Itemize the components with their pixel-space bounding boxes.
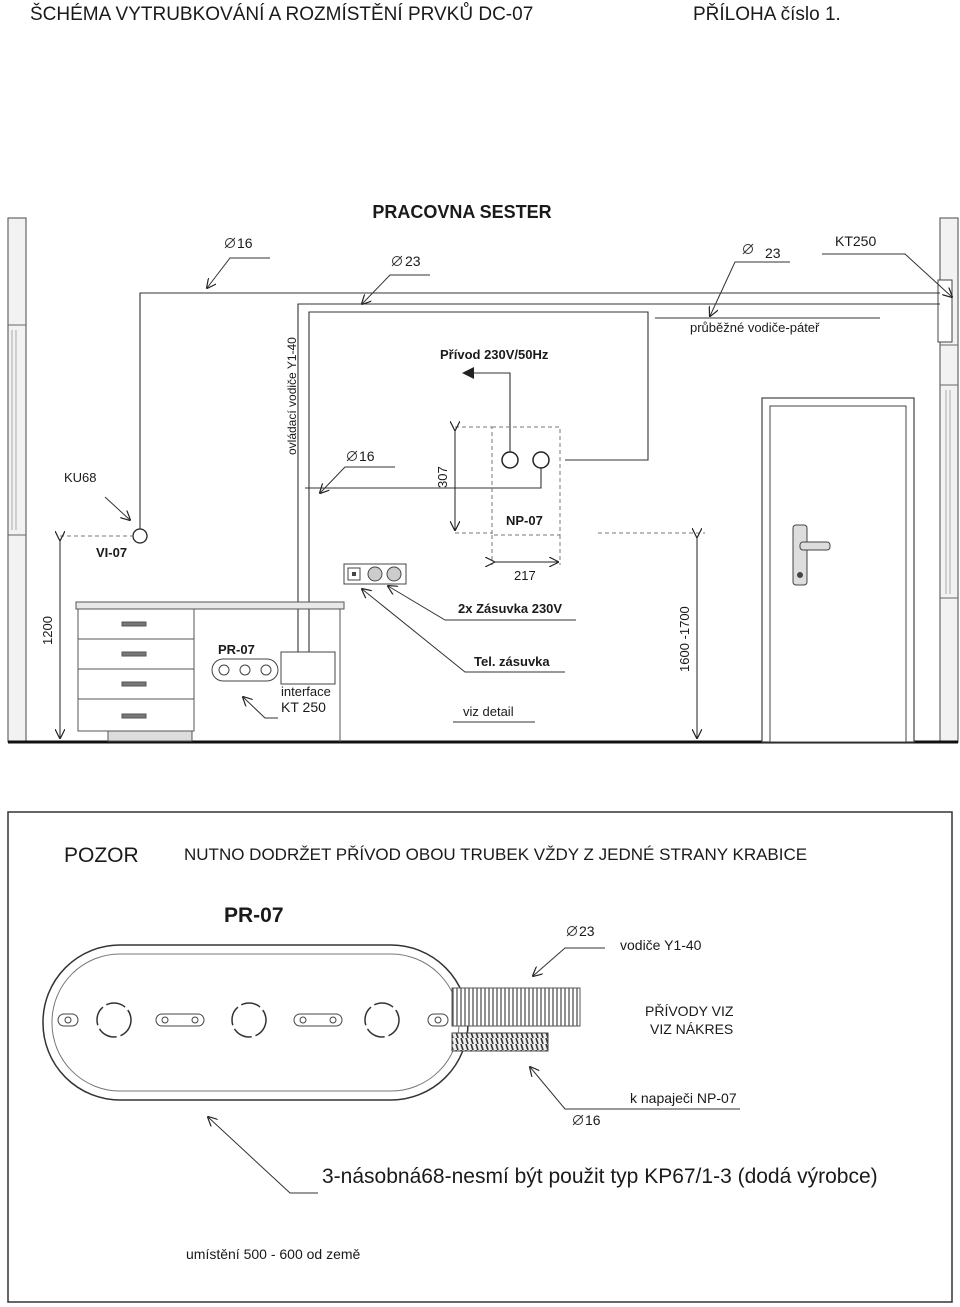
control-wires-label: ovládací vodiče Y1-40	[285, 337, 299, 455]
dia16-top-label: 16	[237, 235, 253, 251]
dim-307-label: 307	[435, 466, 450, 488]
conduit-16	[451, 1032, 549, 1052]
interface-label: interface	[281, 684, 331, 699]
detail-panel	[7, 811, 953, 1303]
diameter-icon	[573, 1115, 583, 1125]
door	[761, 397, 915, 743]
vi07-socket	[132, 528, 148, 544]
diameter-slash	[742, 243, 754, 255]
kt250-label: KT250	[835, 233, 876, 249]
socket-strip	[343, 563, 407, 585]
dia23-right-leader	[710, 261, 790, 316]
sockets-230-label: 2x Zásuvka 230V	[458, 601, 562, 616]
diameter-icon	[225, 238, 235, 248]
np07-label: NP-07	[506, 513, 543, 528]
pr07-small-box	[211, 658, 279, 682]
diameter-slash	[391, 255, 403, 267]
interface-leader	[243, 697, 278, 719]
interface-box	[280, 651, 336, 685]
room-title: PRACOVNA SESTER	[372, 202, 551, 222]
dim-1200-label: 1200	[40, 616, 55, 645]
supply-label: Přívod 230V/50Hz	[440, 347, 549, 362]
box-note-leader	[208, 1117, 318, 1194]
kt250-leader	[822, 253, 952, 297]
interface-kt250-label: KT 250	[281, 699, 326, 715]
conduit-23	[451, 987, 581, 1027]
box-note: 3-násobná68-nesmí být použit typ KP67/1-…	[322, 1165, 878, 1188]
ku68-leader	[104, 496, 130, 520]
np07-box	[491, 426, 561, 536]
wires-label: vodiče Y1-40	[620, 937, 702, 953]
pr07-detail-box	[42, 944, 469, 1101]
diameter-slash	[346, 450, 358, 462]
diameter-icon	[392, 256, 402, 266]
feeds-label-2: VIZ NÁKRES	[650, 1021, 733, 1037]
wire-entry-right	[532, 451, 550, 469]
pr07-label: PR-07	[218, 642, 255, 657]
to-np07-label: k napaječi NP-07	[630, 1090, 737, 1106]
detail-dia16-label: 16	[585, 1112, 601, 1128]
dim-217-label: 217	[514, 568, 536, 583]
conduit-lines	[139, 292, 940, 655]
sockets-230-leader	[388, 586, 576, 621]
see-detail-label: viz detail	[463, 704, 514, 719]
warning-text: NUTNO DODRŽET PŘÍVOD OBOU TRUBEK VŽDY Z …	[184, 845, 807, 864]
attachment-label: PŘÍLOHA číslo 1.	[693, 4, 841, 25]
placement-note: umístění 500 - 600 od země	[186, 1246, 361, 1262]
warning-label: POZOR	[64, 844, 139, 867]
backbone-label: průběžné vodiče-páteř	[690, 320, 820, 335]
diameter-icon	[347, 451, 357, 461]
dia23-top-label: 23	[405, 253, 421, 269]
detail-title: PR-07	[224, 904, 284, 927]
diameter-icon	[743, 244, 753, 254]
right-wall	[937, 217, 959, 743]
detail-dia23-label: 23	[579, 923, 595, 939]
room-elevation: PRACOVNA SESTER 16 23 23 KT250 průběžné …	[7, 202, 959, 744]
dia23-right-label: 23	[765, 245, 781, 261]
left-wall	[7, 217, 27, 743]
diameter-slash	[572, 1114, 584, 1126]
diameter-slash	[566, 925, 578, 937]
vi07-label: VI-07	[96, 545, 127, 560]
feeds-label-1: PŘÍVODY VIZ	[645, 1003, 734, 1019]
dia23-top-leader	[362, 274, 430, 304]
ku68-label: KU68	[64, 470, 97, 485]
detail-dia16-leader	[530, 1067, 740, 1110]
dia16-mid-label: 16	[359, 448, 375, 464]
pr07-small-openings	[218, 664, 272, 676]
dim-door-label: 1600 -1700	[677, 606, 692, 672]
diameter-icon	[567, 926, 577, 936]
page-title: ŠCHÉMA VYTRUBKOVÁNÍ A ROZMÍSTĚNÍ PRVKŮ D…	[30, 4, 534, 25]
dia16-mid-leader	[320, 466, 395, 493]
detail-dia23-leader	[533, 947, 605, 976]
wire-entry-left	[501, 451, 519, 469]
dia16-top-leader	[207, 257, 270, 288]
desk	[75, 601, 345, 742]
tel-socket-label: Tel. zásuvka	[474, 654, 550, 669]
tel-socket-leader	[362, 589, 565, 673]
diameter-slash	[224, 237, 236, 249]
